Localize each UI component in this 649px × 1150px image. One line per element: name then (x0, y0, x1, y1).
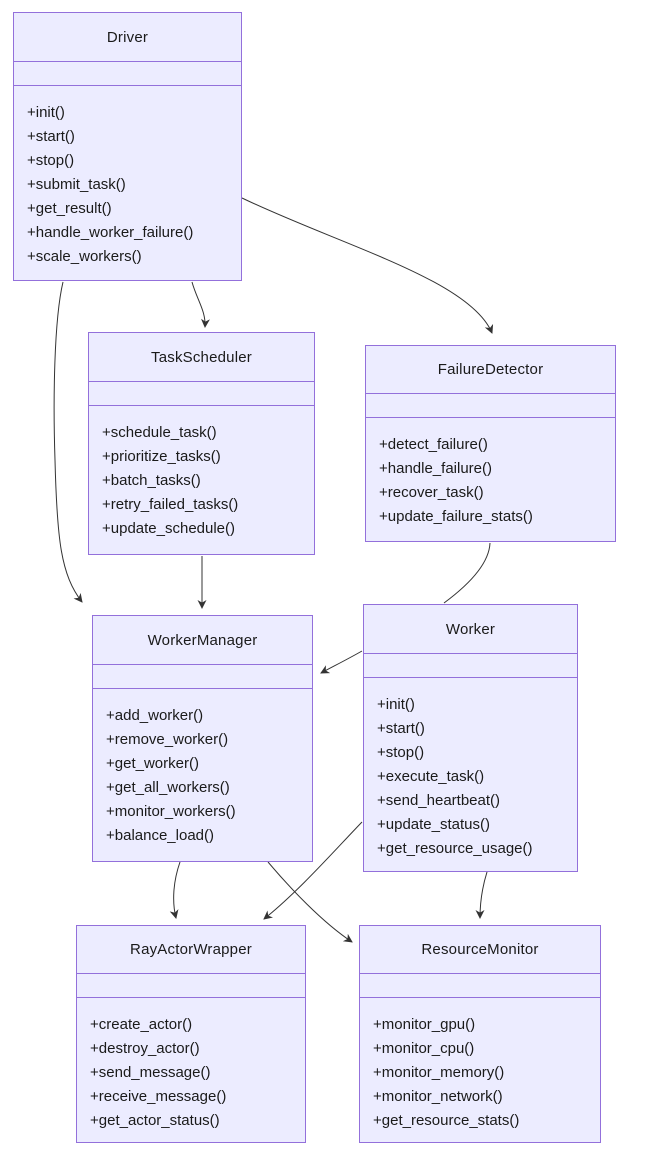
class-worker-attributes-empty (364, 653, 577, 678)
method: +init() (377, 696, 415, 713)
method: +start() (377, 720, 425, 737)
edge-workermanager-to-rayactorwrapper (169, 861, 181, 919)
edge-driver-to-taskscheduler (191, 281, 210, 328)
method: +get_resource_usage() (377, 840, 533, 857)
method: +get_result() (27, 200, 112, 217)
method: +handle_worker_failure() (27, 224, 194, 241)
method: +execute_task() (377, 768, 485, 785)
class-failuredetector-methods: +detect_failure() +handle_failure() +rec… (366, 418, 615, 541)
method: +stop() (27, 152, 75, 169)
edge-worker-to-workermanager (320, 650, 363, 674)
method: +get_worker() (106, 755, 199, 772)
class-workermanager-attributes-empty (93, 664, 312, 689)
method: +submit_task() (27, 176, 126, 193)
method: +recover_task() (379, 484, 484, 501)
method: +update_schedule() (102, 520, 236, 537)
class-worker: Worker +init() +start() +stop() +execute… (363, 604, 578, 872)
class-resourcemonitor-title: ResourceMonitor (421, 941, 539, 958)
method: +scale_workers() (27, 248, 142, 265)
method: +get_all_workers() (106, 779, 230, 796)
method: +add_worker() (106, 707, 204, 724)
method: +receive_message() (90, 1088, 227, 1105)
method: +monitor_cpu() (373, 1040, 475, 1057)
edge-failuredetector-to-worker (443, 542, 491, 604)
class-resourcemonitor-methods: +monitor_gpu() +monitor_cpu() +monitor_m… (360, 998, 600, 1142)
method: +init() (27, 104, 65, 121)
method: +create_actor() (90, 1016, 193, 1033)
method: +get_actor_status() (90, 1112, 220, 1129)
edge-worker-to-rayactorwrapper (263, 821, 363, 920)
method: +monitor_gpu() (373, 1016, 476, 1033)
method: +start() (27, 128, 75, 145)
method: +monitor_workers() (106, 803, 236, 820)
method: +handle_failure() (379, 460, 492, 477)
method: +send_message() (90, 1064, 211, 1081)
method: +detect_failure() (379, 436, 488, 453)
class-rayactorwrapper-methods: +create_actor() +destroy_actor() +send_m… (77, 998, 305, 1142)
method: +monitor_network() (373, 1088, 503, 1105)
method: +monitor_memory() (373, 1064, 505, 1081)
edge-workermanager-to-resourcemonitor (267, 861, 353, 943)
method: +remove_worker() (106, 731, 229, 748)
class-failuredetector: FailureDetector +detect_failure() +handl… (365, 345, 616, 542)
class-rayactorwrapper: RayActorWrapper +create_actor() +destroy… (76, 925, 306, 1143)
class-driver-methods: +init() +start() +stop() +submit_task() … (14, 86, 241, 280)
class-worker-title: Worker (445, 620, 496, 638)
class-failuredetector-title: FailureDetector (437, 361, 544, 378)
class-resourcemonitor: ResourceMonitor +monitor_gpu() +monitor_… (359, 925, 601, 1143)
class-worker-methods: +init() +start() +stop() +execute_task()… (364, 678, 577, 871)
class-driver-title: Driver (106, 28, 149, 46)
method: +batch_tasks() (102, 472, 201, 489)
class-workermanager-title: WorkerManager (147, 631, 258, 649)
method: +destroy_actor() (90, 1040, 200, 1057)
method: +update_status() (377, 816, 490, 833)
method: +retry_failed_tasks() (102, 496, 239, 513)
method: +balance_load() (106, 827, 214, 844)
method: +send_heartbeat() (377, 792, 501, 809)
class-driver: Driver +init() +start() +stop() +submit_… (13, 12, 242, 281)
class-taskscheduler-methods: +schedule_task() +prioritize_tasks() +ba… (89, 406, 314, 554)
edge-worker-to-resourcemonitor (475, 871, 488, 919)
method: +prioritize_tasks() (102, 448, 221, 465)
method: +stop() (377, 744, 425, 761)
class-taskscheduler-attributes-empty (89, 381, 314, 406)
class-resourcemonitor-attributes-empty (360, 973, 600, 998)
class-failuredetector-attributes-empty (366, 393, 615, 418)
class-workermanager-methods: +add_worker() +remove_worker() +get_work… (93, 689, 312, 861)
class-rayactorwrapper-title: RayActorWrapper (130, 941, 252, 958)
class-workermanager: WorkerManager +add_worker() +remove_work… (92, 615, 313, 862)
class-rayactorwrapper-attributes-empty (77, 973, 305, 998)
edge-driver-to-workermanager (53, 281, 83, 603)
class-taskscheduler: TaskScheduler +schedule_task() +prioriti… (88, 332, 315, 555)
method: +schedule_task() (102, 424, 217, 441)
class-taskscheduler-title: TaskScheduler (151, 348, 252, 366)
edge-driver-to-failuredetector (241, 197, 494, 334)
method: +get_resource_stats() (373, 1112, 520, 1129)
method: +update_failure_stats() (379, 508, 533, 525)
class-driver-attributes-empty (14, 61, 241, 86)
